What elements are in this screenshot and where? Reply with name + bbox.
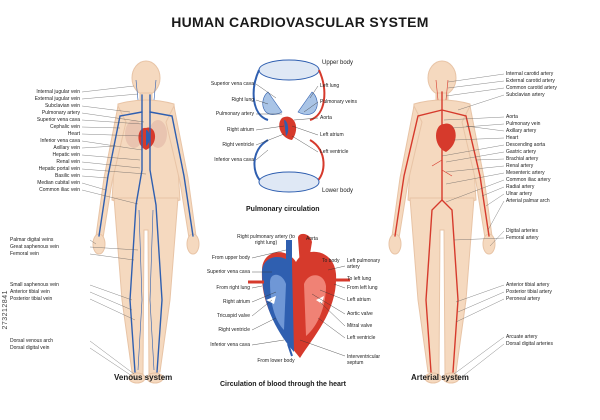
label-ulnar-artery: Ulnar artery bbox=[506, 191, 533, 197]
heart-diagram bbox=[248, 233, 350, 358]
label-to-left-lung: To left lung bbox=[347, 276, 372, 282]
label-posterior-tibial-vein: Posterior tibial vein bbox=[10, 296, 53, 302]
label-heart-arterial: Heart bbox=[506, 135, 519, 141]
label-renal-vein: Renal vein bbox=[56, 159, 80, 165]
caption-venous-system: Venous system bbox=[114, 373, 173, 382]
label-pulm-left-lung: Left lung bbox=[320, 83, 340, 89]
label-heart-inferior-vena-cava: Inferior vena cava bbox=[210, 342, 250, 348]
label-internal-carotid-artery: Internal carotid artery bbox=[506, 71, 554, 77]
label-femoral-vein: Femoral vein bbox=[10, 251, 39, 257]
label-heart-right-atrium: Right atrium bbox=[223, 299, 250, 305]
label-heart-left-ventricle: Left ventricle bbox=[347, 335, 376, 341]
label-pulm-right-ventricle: Right ventricle bbox=[222, 142, 254, 148]
caption-heart-circulation: Circulation of blood through the heart bbox=[220, 381, 346, 388]
label-aorta-arterial: Aorta bbox=[506, 114, 518, 120]
label-pulm-superior-vena-cava: Superior vena cava bbox=[210, 81, 254, 87]
label-palmar-digital-veins: Palmar digital veins bbox=[10, 237, 54, 243]
label-mitral-valve: Mitral valve bbox=[347, 323, 373, 329]
label-pulm-pulmonary-artery: Pulmonary artery bbox=[215, 111, 254, 117]
label-pulm-inferior-vena-cava: Inferior vena cava bbox=[214, 157, 254, 163]
label-anterior-tibial-vein: Anterior tibial vein bbox=[10, 289, 50, 295]
label-pulm-aorta: Aorta bbox=[320, 115, 332, 121]
label-dorsal-digital-arteries: Dorsal digital arteries bbox=[506, 341, 553, 347]
label-pulm-right-atrium: Right atrium bbox=[227, 127, 254, 133]
label-basilic-vein: Basilic vein bbox=[54, 173, 80, 179]
label-pulm-left-ventricle: Left ventricle bbox=[320, 149, 349, 155]
label-from-right-lung: From right lung bbox=[216, 285, 250, 291]
page-title: HUMAN CARDIOVASCULAR SYSTEM bbox=[171, 14, 429, 30]
label-common-iliac-artery: Common iliac artery bbox=[506, 177, 551, 183]
label-arterial-palmar-arch: Arterial palmar arch bbox=[506, 198, 550, 204]
label-brachial-artery: Brachial artery bbox=[506, 156, 539, 162]
label-great-saphenous-vein: Great saphenous vein bbox=[10, 244, 59, 250]
label-anterior-tibial-artery: Anterior tibial artery bbox=[506, 282, 550, 288]
label-gastric-artery: Gastric artery bbox=[506, 149, 537, 155]
label-tricuspid-valve: Tricuspid valve bbox=[216, 313, 250, 319]
arterial-body-figure bbox=[388, 60, 496, 384]
label-common-iliac-vein: Common iliac vein bbox=[39, 187, 80, 193]
label-heart-aorta: Aorta bbox=[306, 236, 318, 242]
label-lower-body: Lower body bbox=[322, 188, 354, 194]
label-radial-artery: Radial artery bbox=[506, 184, 535, 190]
label-pulmonary-vein: Pulmonary vein bbox=[506, 121, 541, 127]
label-heart-superior-vena-cava: Superior vena cava bbox=[206, 269, 250, 275]
label-mesenteric-artery: Mesenteric artery bbox=[506, 170, 545, 176]
label-posterior-tibial-artery: Posterior tibial artery bbox=[506, 289, 552, 295]
label-from-left-lung: From left lung bbox=[347, 285, 378, 291]
label-internal-jugular-vein: Internal jugular vein bbox=[36, 89, 80, 95]
label-cephalic-vein: Cephalic vein bbox=[49, 124, 80, 130]
label-left-pulmonary-artery: Left pulmonary artery bbox=[347, 258, 381, 270]
label-hepatic-vein: Hepatic vein bbox=[52, 152, 80, 158]
label-axillary-artery: Axillary artery bbox=[506, 128, 537, 134]
label-from-lower-body: From lower body bbox=[257, 358, 295, 364]
label-pulm-right-lung: Right lung bbox=[231, 97, 254, 103]
label-external-carotid-artery: External carotid artery bbox=[506, 78, 555, 84]
label-pulmonary-artery: Pulmonary artery bbox=[41, 110, 80, 116]
label-subclavian-vein: Subclavian vein bbox=[44, 103, 80, 109]
label-interventricular-septum: Interventricular septum bbox=[347, 354, 381, 366]
label-descending-aorta: Descending aorta bbox=[506, 142, 546, 148]
label-heart-venous: Heart bbox=[67, 131, 80, 137]
label-femoral-artery: Femoral artery bbox=[506, 235, 539, 241]
label-axillary-vein: Axillary vein bbox=[53, 145, 80, 151]
label-median-cubital-vein: Median cubital vein bbox=[37, 180, 80, 186]
label-superior-vena-cava: Superior vena cava bbox=[36, 117, 80, 123]
label-to-body: To body bbox=[322, 258, 340, 264]
label-small-saphenous-vein: Small saphenous vein bbox=[10, 282, 59, 288]
label-dorsal-venous-arch: Dorsal venous arch bbox=[10, 338, 54, 344]
label-right-pulmonary-artery: Right pulmonary artery (to right lung) bbox=[237, 234, 295, 246]
label-upper-body: Upper body bbox=[322, 60, 354, 66]
label-hepatic-portal-vein: Hepatic portal vein bbox=[38, 166, 80, 172]
label-external-jugular-vein: External jugular vein bbox=[34, 96, 80, 102]
label-dorsal-digital-vein: Dorsal digital vein bbox=[10, 345, 50, 351]
caption-pulmonary-circulation: Pulmonary circulation bbox=[246, 206, 320, 213]
label-peroneal-artery: Peroneal artery bbox=[506, 296, 541, 302]
label-arcuate-artery: Arcuate artery bbox=[506, 334, 538, 340]
label-digital-arteries: Digital arteries bbox=[506, 228, 538, 234]
label-from-upper-body: From upper body bbox=[211, 255, 250, 261]
label-pulm-pulmonary-veins: Pulmonary veins bbox=[320, 99, 357, 105]
label-common-carotid-artery: Common carotid artery bbox=[506, 85, 557, 91]
label-subclavian-artery: Subclavian artery bbox=[506, 92, 545, 98]
pulmonary-diagram bbox=[252, 59, 326, 193]
label-inferior-vena-cava: Inferior vena cava bbox=[40, 138, 80, 144]
caption-arterial-system: Arterial system bbox=[411, 373, 469, 382]
label-heart-left-atrium: Left atrium bbox=[347, 297, 371, 303]
label-aortic-valve: Aortic valve bbox=[347, 311, 373, 317]
label-pulm-left-atrium: Left atrium bbox=[320, 132, 344, 138]
label-heart-right-ventricle: Right ventricle bbox=[218, 327, 250, 333]
label-renal-artery: Renal artery bbox=[506, 163, 534, 169]
